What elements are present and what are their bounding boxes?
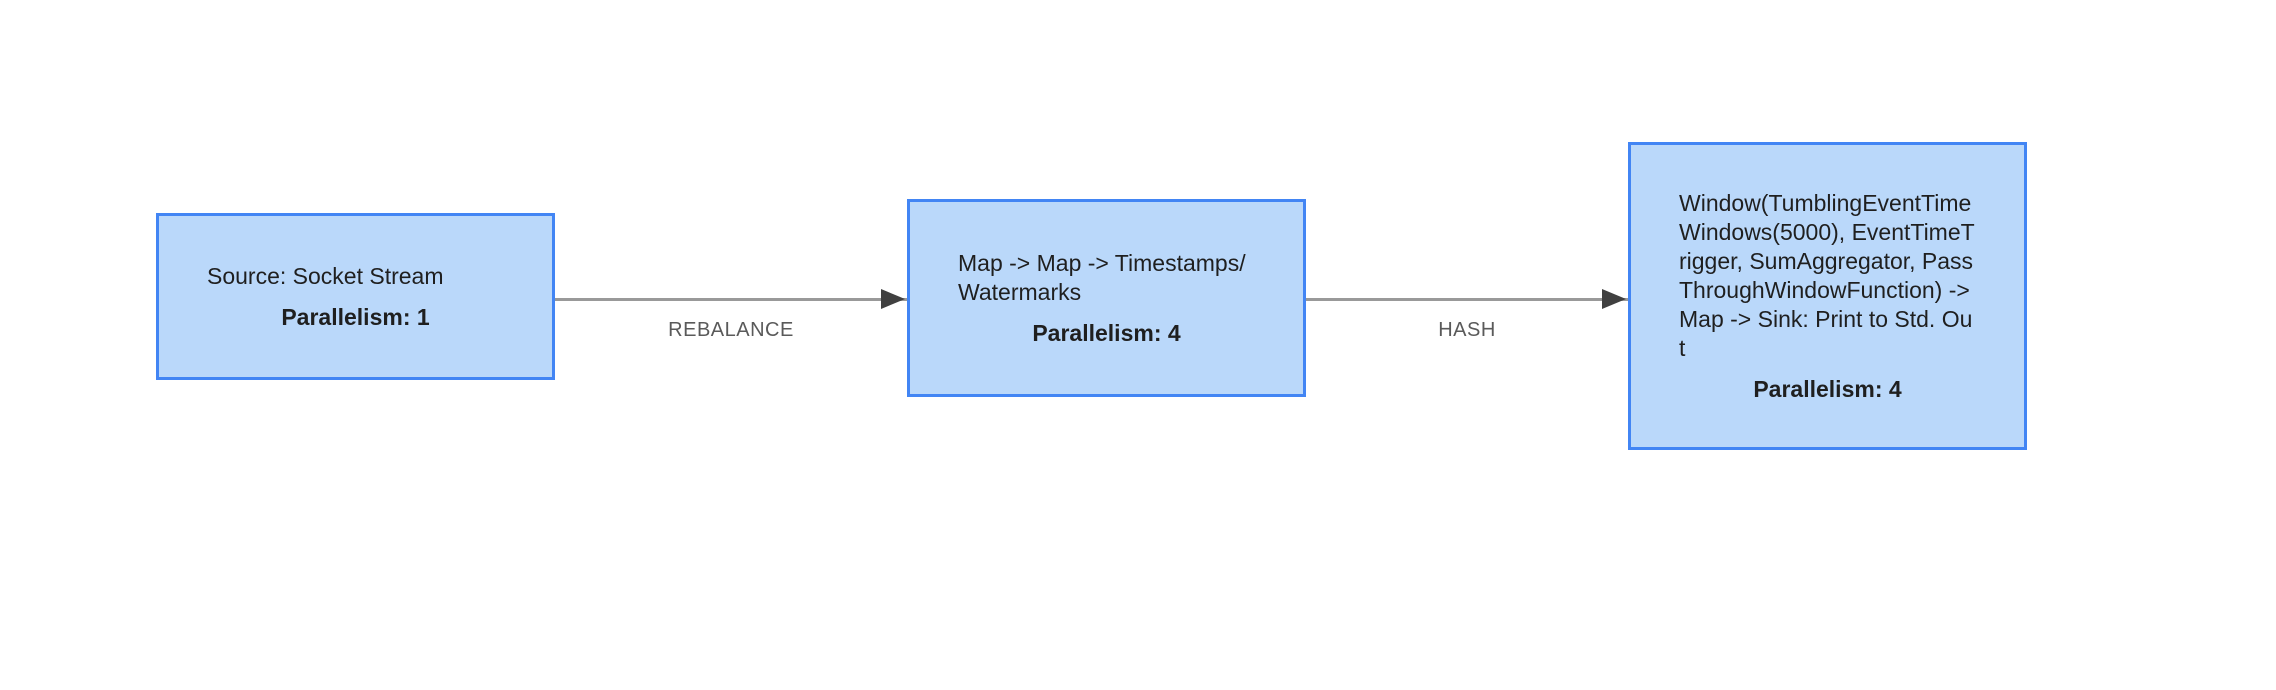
node-parallelism: Parallelism: 1 <box>281 303 430 330</box>
node-parallelism: Parallelism: 4 <box>1032 319 1181 346</box>
edge-label-rebalance: REBALANCE <box>668 319 794 341</box>
edge-line <box>1306 298 1628 301</box>
job-node-window[interactable]: Window(TumblingEventTimeWindows(5000), E… <box>1628 142 2027 450</box>
node-name: Source: Socket Stream <box>207 262 444 289</box>
job-node-map[interactable]: Map -> Map -> Timestamps/Watermarks Para… <box>907 199 1306 397</box>
node-name: Window(TumblingEventTimeWindows(5000), E… <box>1679 189 1975 361</box>
node-parallelism: Parallelism: 4 <box>1753 375 1902 402</box>
job-node-source[interactable]: Source: Socket Stream Parallelism: 1 <box>156 213 555 380</box>
edge-label-hash: HASH <box>1438 319 1496 341</box>
arrowhead-icon <box>1602 289 1626 309</box>
edge-map-to-window <box>1306 289 1628 309</box>
edge-source-to-map <box>555 289 907 309</box>
arrowhead-icon <box>881 289 905 309</box>
edge-line <box>555 298 907 301</box>
node-name: Map -> Map -> Timestamps/Watermarks <box>958 249 1246 305</box>
